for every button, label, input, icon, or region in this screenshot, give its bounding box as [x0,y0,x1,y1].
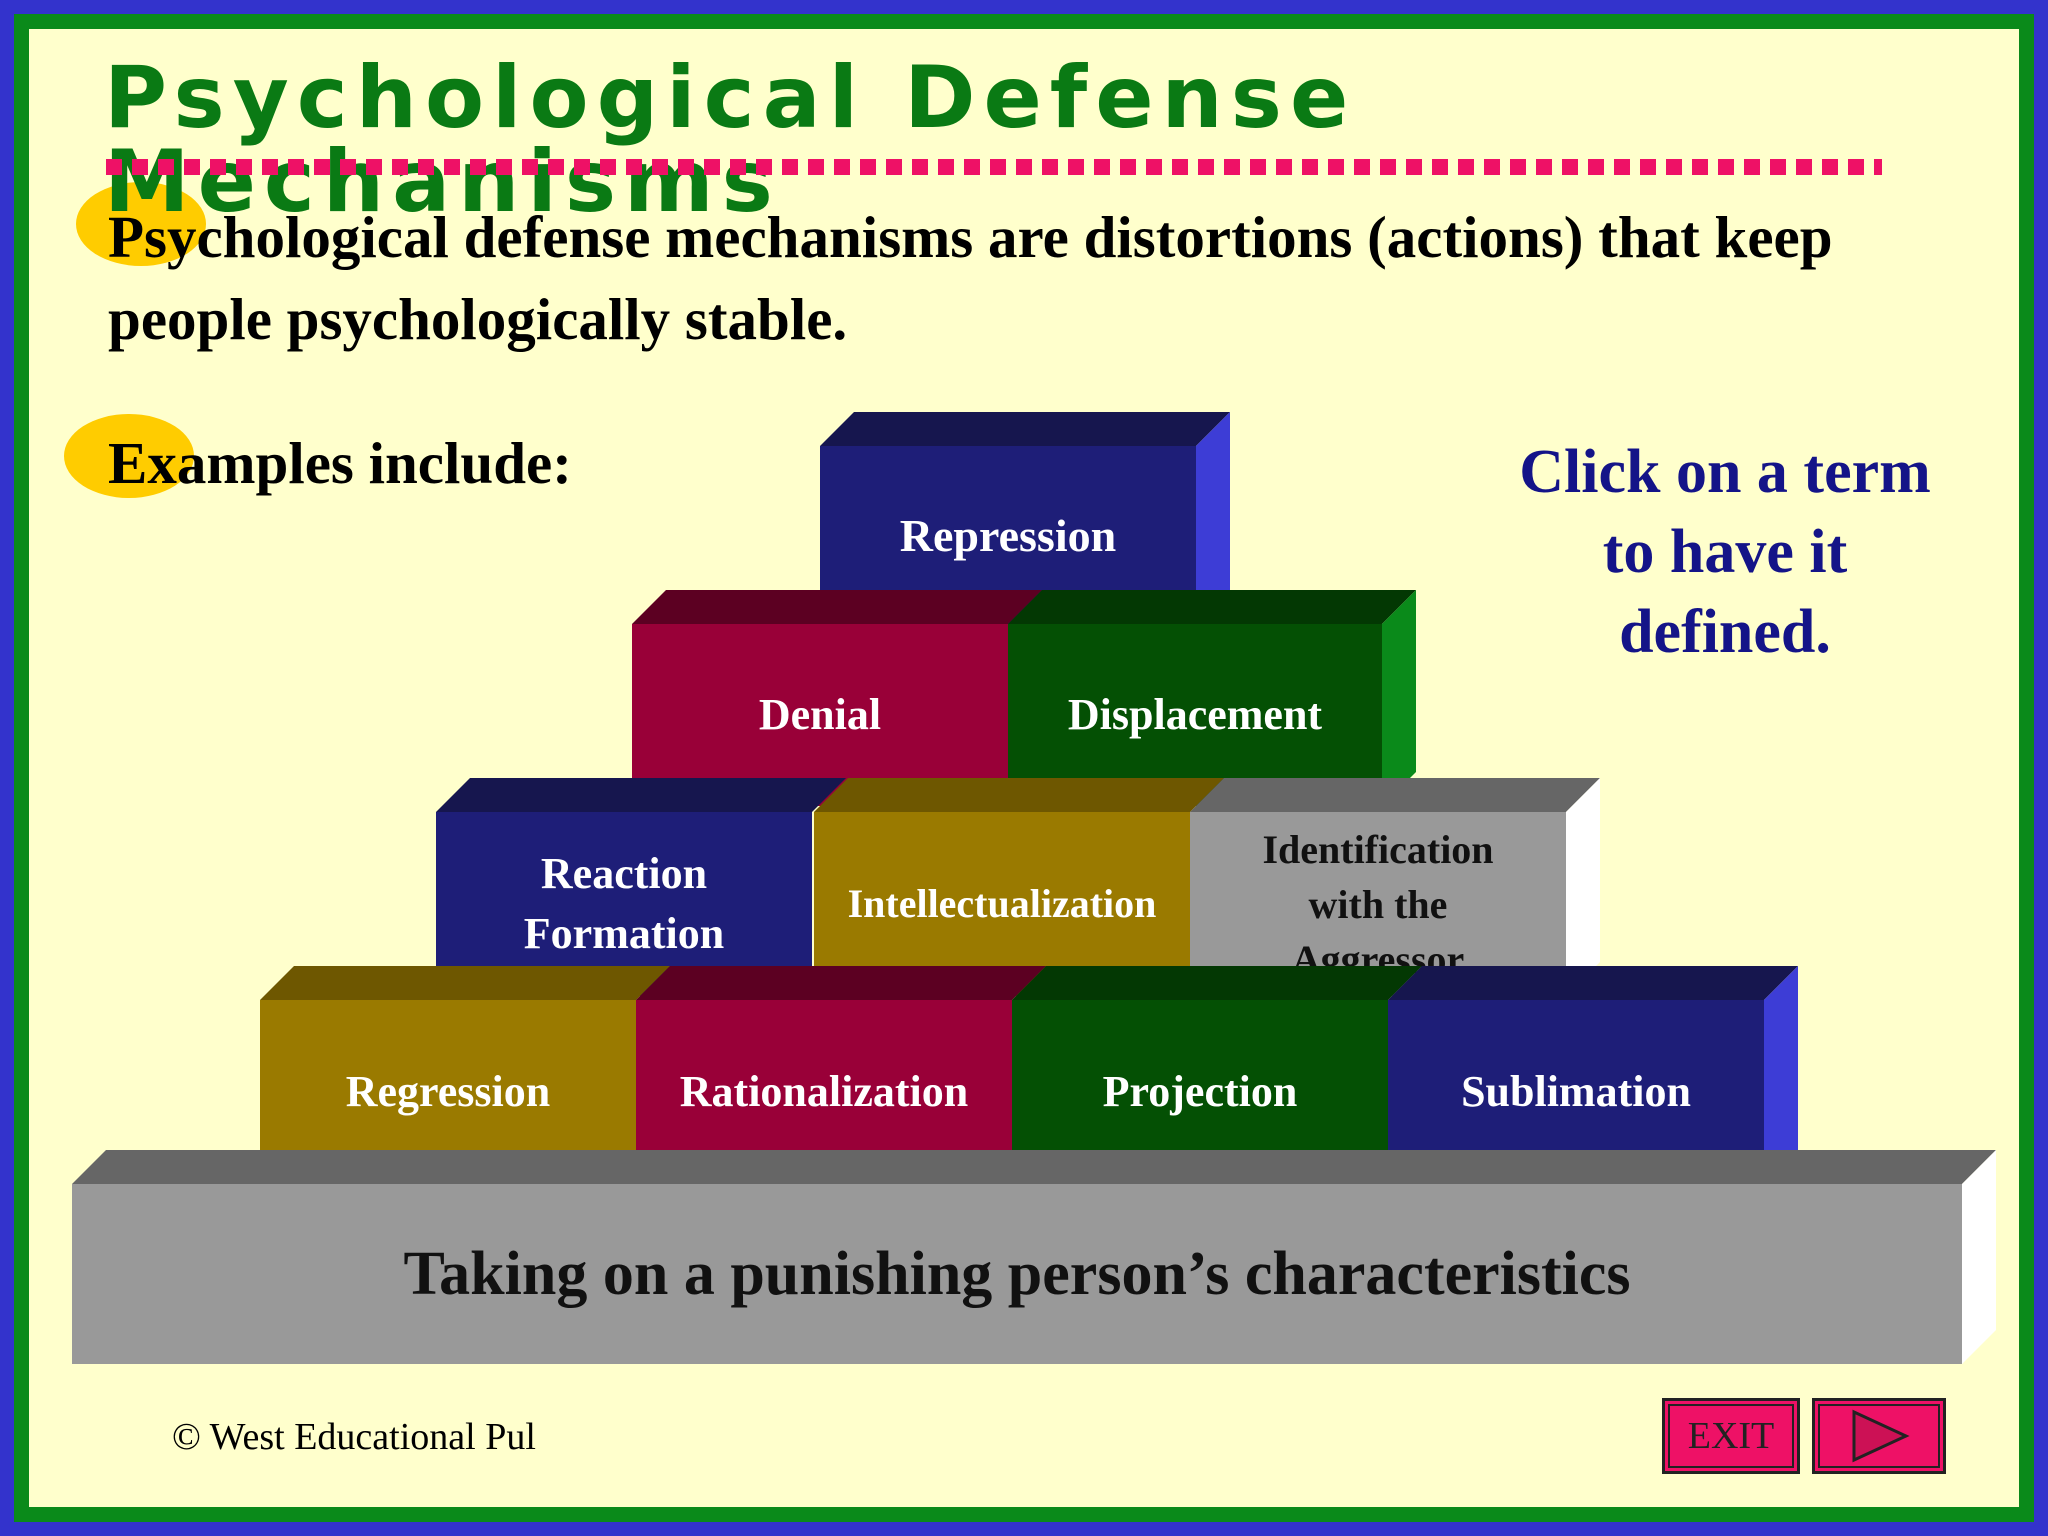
examples-label: Examples include: [108,430,572,496]
bullet-marker-examples [64,414,194,498]
slide-title: Psychological Defense Mechanisms [104,48,1357,232]
block-repression-label: Repression [899,510,1117,561]
block-identification-with-aggressor[interactable]: Identification with the Aggressor [1190,778,1600,996]
block-denial-label: Denial [758,690,882,739]
block-denial[interactable]: Denial [632,590,1042,806]
copyright-text: © West Educational Pul [172,1416,536,1458]
block-rationalization[interactable]: Rationalization [636,966,1046,1184]
block-projection[interactable]: Projection [1012,966,1422,1184]
block-sublimation-label: Sublimation [1461,1067,1691,1116]
intro-text: Psychological defense mechanisms are dis… [108,204,1833,352]
block-regression[interactable]: Regression [260,966,670,1184]
block-reaction-formation[interactable]: Reaction Formation [436,778,846,996]
click-hint: Click on a term to have it defined. [1519,438,1931,666]
bullet-marker-intro [76,182,206,266]
block-rationalization-label: Rationalization [679,1067,969,1116]
block-sublimation[interactable]: Sublimation [1388,966,1798,1184]
block-intellectualization-label: Intellectualization [847,881,1157,926]
block-projection-label: Projection [1102,1067,1298,1116]
block-reaction-formation-label: Reaction Formation [523,849,725,958]
definition-base-slab: Taking on a punishing person’s character… [72,1150,1996,1364]
title-line-1: Psychological Defense [104,48,1357,148]
title-line-2: Mechanisms [104,132,781,232]
block-intellectualization[interactable]: Intellectualization [814,778,1224,996]
definition-text: Taking on a punishing person’s character… [403,1240,1631,1308]
exit-button[interactable]: EXIT [1662,1398,1800,1474]
block-displacement-label: Displacement [1067,690,1323,739]
block-displacement[interactable]: Displacement [1008,590,1416,806]
exit-button-label: EXIT [1687,1415,1775,1457]
next-slide-button[interactable] [1812,1398,1946,1474]
block-repression[interactable]: Repression [820,412,1230,626]
block-regression-label: Regression [345,1067,551,1116]
dotted-divider [106,159,1882,175]
play-triangle-icon [1852,1409,1910,1463]
